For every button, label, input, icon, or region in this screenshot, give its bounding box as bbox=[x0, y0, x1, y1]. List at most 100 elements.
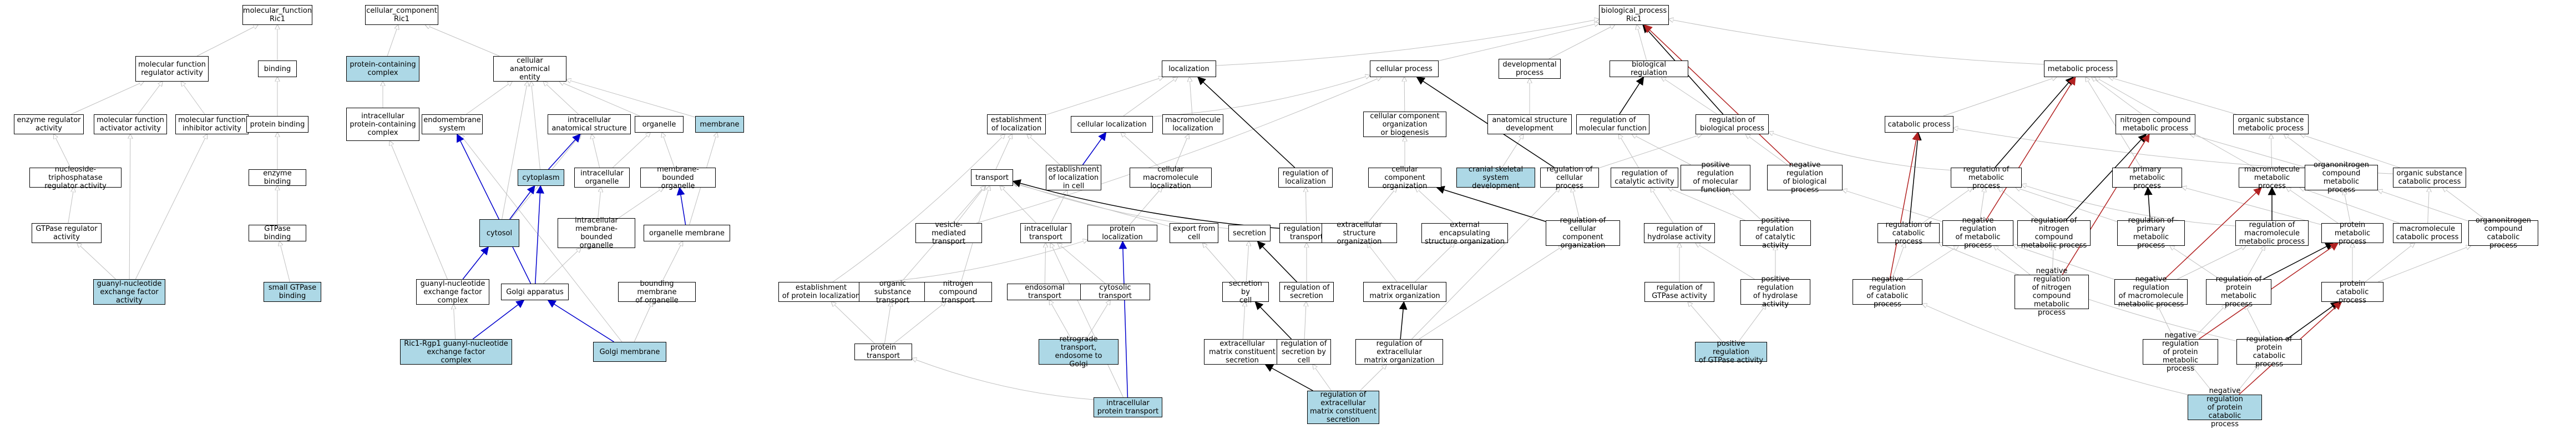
go-term-node[interactable]: cellular_component Ric1 bbox=[365, 5, 438, 25]
go-term-node[interactable]: anatomical structure development bbox=[1487, 114, 1572, 134]
go-term-node[interactable]: negative regulation of nitrogen compound… bbox=[2015, 267, 2089, 317]
go-term-node[interactable]: positive regulation of hydrolase activit… bbox=[1740, 275, 1810, 309]
go-term-node[interactable]: nucleoside-triphosphatase regulator acti… bbox=[29, 165, 122, 190]
go-term-node[interactable]: cellular localization bbox=[1071, 116, 1153, 133]
go-term-node[interactable]: organelle membrane bbox=[644, 225, 730, 241]
go-term-node[interactable]: regulation of extracellular matrix organ… bbox=[1355, 339, 1443, 365]
go-term-node[interactable]: endosomal transport bbox=[1007, 284, 1082, 300]
go-term-node[interactable]: organic substance transport bbox=[859, 280, 927, 305]
go-term-node[interactable]: intracellular organelle bbox=[574, 168, 630, 188]
go-term-node[interactable]: organonitrogen compound metabolic proces… bbox=[2305, 161, 2378, 194]
go-term-node[interactable]: external encapsulating structure organiz… bbox=[1421, 221, 1508, 246]
go-term-node[interactable]: regulation of nitrogen compound metaboli… bbox=[2017, 216, 2091, 250]
go-term-node[interactable]: GTPase binding bbox=[249, 225, 306, 241]
go-term-node[interactable]: binding bbox=[258, 60, 297, 77]
go-term-node[interactable]: macromolecule localization bbox=[1162, 114, 1223, 134]
go-term-node[interactable]: GTPase regulator activity bbox=[32, 223, 102, 243]
go-term-node[interactable]: extracellular matrix organization bbox=[1363, 282, 1446, 302]
go-term-node[interactable]: negative regulation of metabolic process bbox=[1942, 216, 2013, 250]
go-term-node[interactable]: cytosolic transport bbox=[1080, 284, 1150, 300]
go-term-node[interactable]: intracellular transport bbox=[1020, 223, 1071, 243]
go-term-node[interactable]: negative regulation of protein metabolic… bbox=[2143, 331, 2218, 373]
go-term-node[interactable]: secretion bbox=[1228, 225, 1271, 241]
go-term-node[interactable]: positive regulation of GTPase activity bbox=[1695, 340, 1767, 365]
go-term-node[interactable]: metabolic process bbox=[2044, 60, 2117, 77]
go-term-node[interactable]: protein-containing complex bbox=[346, 56, 419, 82]
go-term-node[interactable]: cellular process bbox=[1370, 60, 1439, 77]
go-term-node[interactable]: negative regulation of protein catabolic… bbox=[2188, 387, 2262, 428]
go-term-node[interactable]: cytoplasm bbox=[518, 169, 564, 186]
go-term-node[interactable]: cytosol bbox=[479, 219, 519, 247]
go-term-node[interactable]: Golgi apparatus bbox=[501, 284, 569, 300]
go-term-node[interactable]: bounding membrane of organelle bbox=[618, 280, 696, 305]
go-term-node[interactable]: negative regulation of catabolic process bbox=[1853, 275, 1922, 309]
go-term-node[interactable]: developmental process bbox=[1499, 59, 1561, 79]
go-term-node[interactable]: regulation of protein metabolic process bbox=[2206, 275, 2271, 309]
go-term-node[interactable]: regulation of catalytic activity bbox=[1611, 168, 1678, 188]
go-term-node[interactable]: negative regulation of macromolecule met… bbox=[2114, 275, 2188, 309]
go-term-node[interactable]: guanyl-nucleotide exchange factor comple… bbox=[416, 279, 489, 305]
go-term-node[interactable]: intracellular protein-containing complex bbox=[346, 108, 419, 141]
go-term-node[interactable]: export from cell bbox=[1170, 223, 1218, 243]
go-term-node[interactable]: catabolic process bbox=[1885, 116, 1953, 133]
go-term-node[interactable]: regulation of molecular function bbox=[1576, 114, 1649, 134]
go-term-node[interactable]: transport bbox=[971, 169, 1013, 186]
go-term-node[interactable]: regulation of catabolic process bbox=[1877, 221, 1940, 246]
go-term-node[interactable]: regulation of localization bbox=[1278, 168, 1333, 188]
go-term-node[interactable]: intracellular protein transport bbox=[1094, 397, 1162, 417]
go-term-node[interactable]: regulation of primary metabolic process bbox=[2117, 216, 2185, 250]
go-term-node[interactable]: positive regulation of molecular functio… bbox=[1681, 161, 1750, 194]
go-term-node[interactable]: regulation of secretion bbox=[1279, 282, 1334, 302]
go-term-node[interactable]: organic substance catabolic process bbox=[2393, 168, 2466, 188]
go-term-node[interactable]: enzyme binding bbox=[249, 169, 306, 186]
go-term-node[interactable]: organelle bbox=[635, 116, 684, 133]
go-term-node[interactable]: endomembrane system bbox=[422, 114, 483, 134]
go-term-node[interactable]: cellular component organization bbox=[1368, 165, 1441, 190]
go-term-node[interactable]: cellular anatomical entity bbox=[493, 56, 566, 82]
go-term-node[interactable]: establishment of protein localization bbox=[778, 282, 864, 302]
go-term-node[interactable]: cellular component organization or bioge… bbox=[1363, 112, 1446, 137]
go-term-node[interactable]: molecular_function Ric1 bbox=[242, 5, 312, 25]
go-term-node[interactable]: protein transport bbox=[854, 344, 912, 360]
go-term-node[interactable]: organic substance metabolic process bbox=[2233, 114, 2309, 134]
go-term-node[interactable]: cranial skeletal system development bbox=[1456, 165, 1535, 190]
go-term-node[interactable]: extracellular structure organization bbox=[1322, 221, 1397, 246]
go-term-node[interactable]: nitrogen compound transport bbox=[924, 280, 992, 305]
go-term-node[interactable]: establishment of localization in cell bbox=[1046, 165, 1101, 190]
go-term-node[interactable]: membrane bbox=[695, 116, 744, 133]
go-term-node[interactable]: regulation of metabolic process bbox=[1951, 165, 2022, 190]
go-term-node[interactable]: regulation of cellular component organiz… bbox=[1546, 216, 1620, 250]
go-term-node[interactable]: regulation of biological process bbox=[1696, 114, 1769, 134]
go-term-node[interactable]: membrane-bounded organelle bbox=[640, 165, 716, 190]
go-term-node[interactable]: regulation of hydrolase activity bbox=[1644, 223, 1715, 243]
go-term-node[interactable]: cellular macromolecule localization bbox=[1130, 165, 1212, 190]
go-term-node[interactable]: molecular function inhibitor activity bbox=[175, 114, 249, 134]
go-term-node[interactable]: regulation of GTPase activity bbox=[1644, 282, 1714, 302]
go-term-node[interactable]: protein catabolic process bbox=[2321, 280, 2383, 305]
go-term-node[interactable]: extracellular matrix constituent secreti… bbox=[1204, 339, 1281, 365]
go-term-node[interactable]: secretion by cell bbox=[1222, 280, 1269, 305]
go-term-node[interactable]: protein binding bbox=[246, 116, 308, 133]
go-term-node[interactable]: molecular function regulator activity bbox=[135, 56, 209, 82]
go-term-node[interactable]: regulation of macromolecule metabolic pr… bbox=[2235, 220, 2309, 246]
go-term-node[interactable]: negative regulation of biological proces… bbox=[1767, 161, 1843, 194]
go-term-node[interactable]: vesicle-mediated transport bbox=[915, 221, 982, 246]
go-term-node[interactable]: regulation of secretion by cell bbox=[1277, 339, 1331, 365]
go-term-node[interactable]: regulation of extracellular matrix const… bbox=[1307, 391, 1379, 424]
go-term-node[interactable]: regulation of protein catabolic process bbox=[2236, 335, 2302, 369]
go-term-node[interactable]: macromolecule metabolic process bbox=[2239, 165, 2305, 190]
go-term-node[interactable]: localization bbox=[1162, 60, 1216, 77]
go-term-node[interactable]: organonitrogen compound catabolic proces… bbox=[2468, 216, 2538, 250]
go-term-node[interactable]: biological_process Ric1 bbox=[1599, 5, 1669, 25]
go-term-node[interactable]: Golgi membrane bbox=[593, 342, 666, 362]
go-term-node[interactable]: regulation of cellular process bbox=[1540, 165, 1599, 190]
go-term-node[interactable]: guanyl-nucleotide exchange factor activi… bbox=[93, 279, 165, 305]
go-term-node[interactable]: protein localization bbox=[1087, 225, 1157, 241]
go-term-node[interactable]: retrograde transport, endosome to Golgi bbox=[1039, 335, 1119, 369]
go-term-node[interactable]: intracellular membrane-bounded organelle bbox=[558, 216, 635, 250]
go-term-node[interactable]: primary metabolic process bbox=[2112, 165, 2182, 190]
go-term-node[interactable]: small GTPase binding bbox=[264, 282, 321, 302]
go-term-node[interactable]: protein metabolic process bbox=[2321, 221, 2383, 246]
go-term-node[interactable]: biological regulation bbox=[1610, 60, 1688, 77]
go-term-node[interactable]: macromolecule catabolic process bbox=[2393, 223, 2462, 243]
